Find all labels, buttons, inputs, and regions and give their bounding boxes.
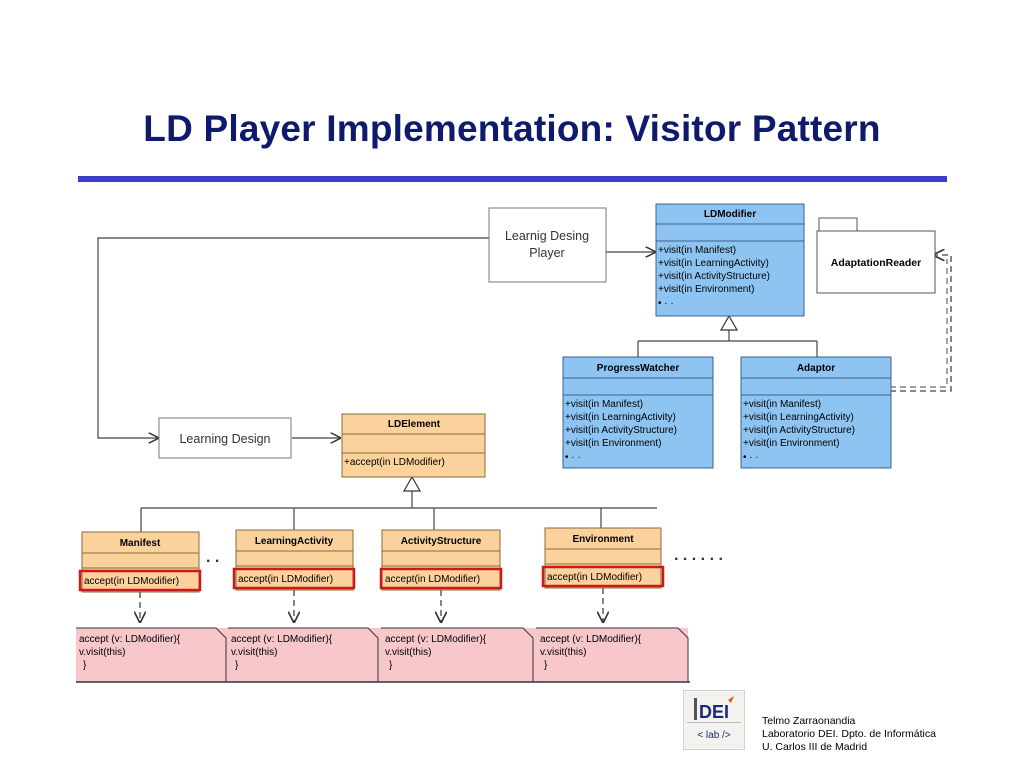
player-box: Learnig Desing Player — [488, 207, 607, 283]
ldmodifier-method-3: +visit(in ActivityStructure) — [658, 271, 770, 282]
title-rule — [78, 176, 947, 182]
adaptationreader-name: AdaptationReader — [831, 257, 921, 269]
footer-university: U. Carlos III de Madrid — [762, 741, 868, 753]
manifest-class: Manifest accept(in LDModifier) — [78, 531, 202, 593]
inheritance-triangle-ldmodifier — [719, 314, 739, 331]
dots-large: . . . . . . — [674, 547, 723, 564]
note-row: accept (v: LDModifier){ v.visit(this) } … — [76, 627, 690, 683]
player-box-line-1: Learnig Desing — [505, 229, 589, 243]
ldmodifier-class: LDModifier +visit(in Manifest) +visit(in… — [655, 203, 805, 317]
ldmodifier-method-1: +visit(in Manifest) — [658, 245, 736, 256]
inheritance-triangle-ldelement — [402, 475, 422, 492]
footer-lab: Laboratorio DEI. Dpto. de Informática — [762, 728, 936, 740]
note-1-line-3: } — [83, 660, 87, 671]
note-2-line-1: accept (v: LDModifier){ — [231, 634, 333, 645]
progresswatcher-class: ProgressWatcher +visit(in Manifest) +vis… — [562, 356, 714, 469]
activitystructure-method: accept(in LDModifier) — [385, 574, 480, 585]
activitystructure-highlight — [379, 567, 503, 590]
dashed-connectors — [140, 255, 952, 622]
ldelement-name: LDElement — [388, 419, 441, 430]
dei-lab-logo: DEI < lab /> — [683, 690, 745, 750]
progresswatcher-method-2: +visit(in LearningActivity) — [565, 412, 676, 423]
connectors — [97, 237, 818, 532]
ldmodifier-ellipsis: • · · — [658, 298, 674, 309]
adaptationreader-package: AdaptationReader — [816, 217, 936, 294]
progresswatcher-method-4: +visit(in Environment) — [565, 438, 661, 449]
adaptor-method-4: +visit(in Environment) — [743, 438, 839, 449]
learning-design-label: Learning Design — [179, 432, 270, 446]
learningactivity-name: LearningActivity — [255, 536, 334, 547]
ldmodifier-method-2: +visit(in LearningActivity) — [658, 258, 769, 269]
note-2-line-2: v.visit(this) — [231, 647, 277, 658]
learningactivity-method: accept(in LDModifier) — [238, 574, 333, 585]
ldelement-method: +accept(in LDModifier) — [344, 457, 445, 468]
adaptor-method-3: +visit(in ActivityStructure) — [743, 425, 855, 436]
learningactivity-highlight — [232, 567, 356, 590]
environment-highlight — [541, 565, 665, 588]
learning-design-box: Learning Design — [158, 417, 292, 459]
adaptor-to-adaptationreader-dashed — [890, 255, 952, 392]
note-4-line-2: v.visit(this) — [540, 647, 586, 658]
manifest-name: Manifest — [120, 538, 161, 549]
progresswatcher-name: ProgressWatcher — [597, 363, 680, 374]
note-1-line-2: v.visit(this) — [79, 647, 125, 658]
activitystructure-class: ActivityStructure accept(in LDModifier) — [379, 529, 503, 591]
note-4-line-1: accept (v: LDModifier){ — [540, 634, 642, 645]
player-to-learning-design-line — [97, 237, 489, 438]
player-box-line-2: Player — [529, 246, 564, 260]
logo-accent-icon — [728, 696, 734, 703]
slide-title: LD Player Implementation: Visitor Patter… — [143, 108, 881, 149]
adaptor-ellipsis: • · · — [743, 452, 759, 463]
activitystructure-name: ActivityStructure — [401, 536, 482, 547]
note-1-line-1: accept (v: LDModifier){ — [79, 634, 181, 645]
environment-class: Environment accept(in LDModifier) — [541, 527, 665, 589]
manifest-highlight — [78, 569, 202, 592]
note-3-line-1: accept (v: LDModifier){ — [385, 634, 487, 645]
note-3-line-3: } — [389, 660, 393, 671]
manifest-method: accept(in LDModifier) — [84, 576, 179, 587]
adaptor-method-2: +visit(in LearningActivity) — [743, 412, 854, 423]
adaptor-method-1: +visit(in Manifest) — [743, 399, 821, 410]
progresswatcher-method-3: +visit(in ActivityStructure) — [565, 425, 677, 436]
progresswatcher-method-1: +visit(in Manifest) — [565, 399, 643, 410]
logo-sub: < lab /> — [697, 730, 731, 741]
footer-author: Telmo Zarraonandia — [762, 715, 856, 727]
note-3-line-2: v.visit(this) — [385, 647, 431, 658]
learningactivity-class: LearningActivity accept(in LDModifier) — [232, 529, 356, 591]
dots-small: . . — [206, 549, 219, 566]
adaptor-name: Adaptor — [797, 363, 835, 374]
environment-name: Environment — [572, 534, 634, 545]
ldelement-class: LDElement +accept(in LDModifier) — [341, 413, 486, 478]
ldmodifier-method-4: +visit(in Environment) — [658, 284, 754, 295]
note-4-line-3: } — [544, 660, 548, 671]
note-2-line-3: } — [235, 660, 239, 671]
progresswatcher-ellipsis: • · · — [565, 452, 581, 463]
environment-method: accept(in LDModifier) — [547, 572, 642, 583]
ldmodifier-name: LDModifier — [704, 209, 756, 220]
logo-text: DEI — [699, 702, 729, 722]
adaptor-class: Adaptor +visit(in Manifest) +visit(in Le… — [740, 356, 892, 469]
